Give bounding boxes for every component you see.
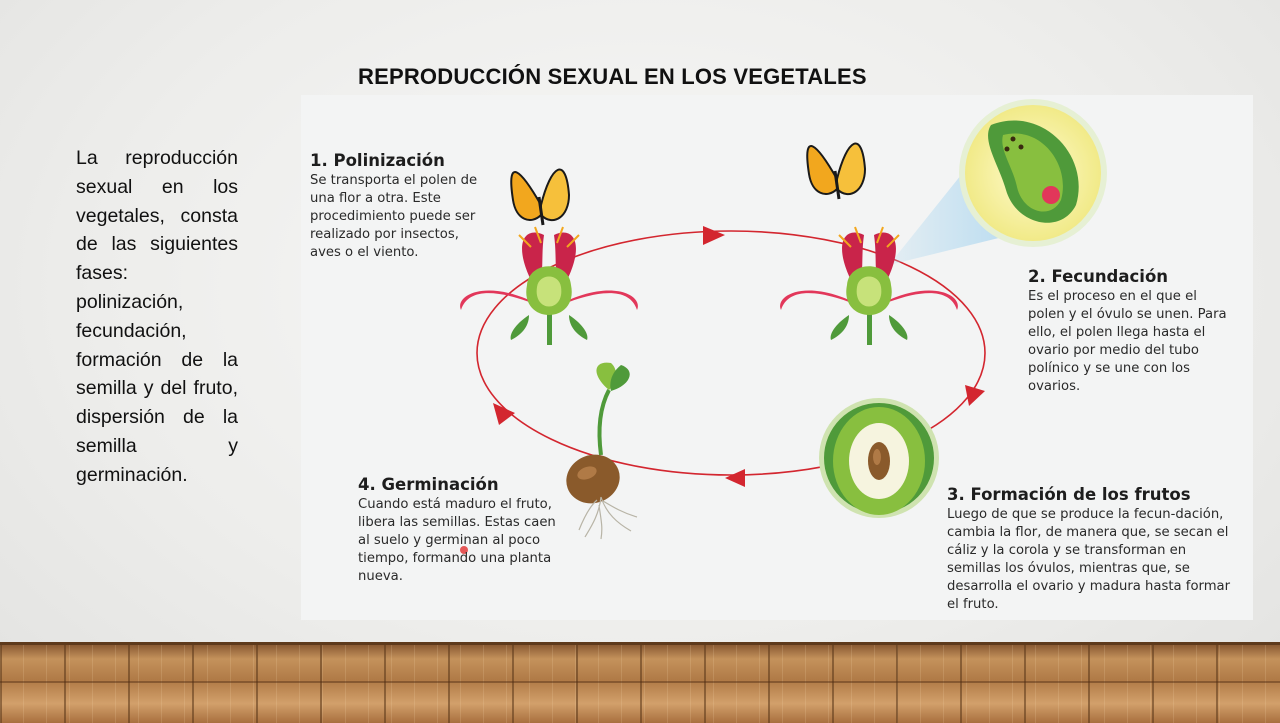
- step-title: 3. Formación de los frutos: [947, 485, 1191, 504]
- pointer-dot: [460, 546, 468, 554]
- cycle-arrow-right: [965, 385, 985, 406]
- flower-icon: [460, 226, 638, 345]
- diagram-panel: 1. Polinización Se transporta el polen d…: [301, 95, 1253, 620]
- cycle-arrow-left: [493, 403, 515, 425]
- step-text: Luego de que se produce la fecun-dación,…: [947, 507, 1231, 612]
- cycle-diagram: [460, 99, 1107, 554]
- slide-title: REPRODUCCIÓN SEXUAL EN LOS VEGETALES: [358, 64, 867, 89]
- side-text-intro: La reproducción sexual en los vegetales,…: [76, 147, 238, 285]
- cycle-arrow-bottom: [725, 469, 745, 487]
- side-text-phase-3: formación de la semilla y del fruto, dis…: [76, 348, 238, 486]
- side-text-phase-1: polinización,: [76, 290, 184, 313]
- butterfly-icon: [510, 168, 571, 226]
- step-text: Es el proceso en el que el polen y el óv…: [1028, 289, 1227, 394]
- step-germinacion: 4. Germinación Cuando está maduro el fru…: [358, 475, 558, 586]
- step-title: 4. Germinación: [358, 475, 499, 494]
- side-text: La reproducción sexual en los vegetales,…: [76, 144, 238, 490]
- side-text-phase-2: fecundación,: [76, 319, 187, 342]
- wood-floor: [0, 642, 1280, 723]
- step-text: Se transporta el polen de una flor a otr…: [310, 173, 478, 260]
- seedling-icon: [566, 362, 638, 540]
- butterfly-icon: [806, 142, 867, 200]
- step-formacion-frutos: 3. Formación de los frutos Luego de que …: [947, 485, 1237, 614]
- fruit-cross-section-icon: [819, 398, 939, 518]
- cycle-path: [476, 230, 986, 476]
- step-fecundacion: 2. Fecundación Es el proceso en el que e…: [1028, 267, 1228, 396]
- step-title: 1. Polinización: [310, 151, 445, 170]
- step-title: 2. Fecundación: [1028, 267, 1169, 286]
- step-polinizacion: 1. Polinización Se transporta el polen d…: [310, 151, 490, 262]
- ovary-zoom-icon: [959, 99, 1107, 247]
- cycle-arrow-top: [703, 226, 725, 245]
- flower-icon: [780, 226, 958, 345]
- step-text: Cuando está maduro el fruto, libera las …: [358, 497, 556, 584]
